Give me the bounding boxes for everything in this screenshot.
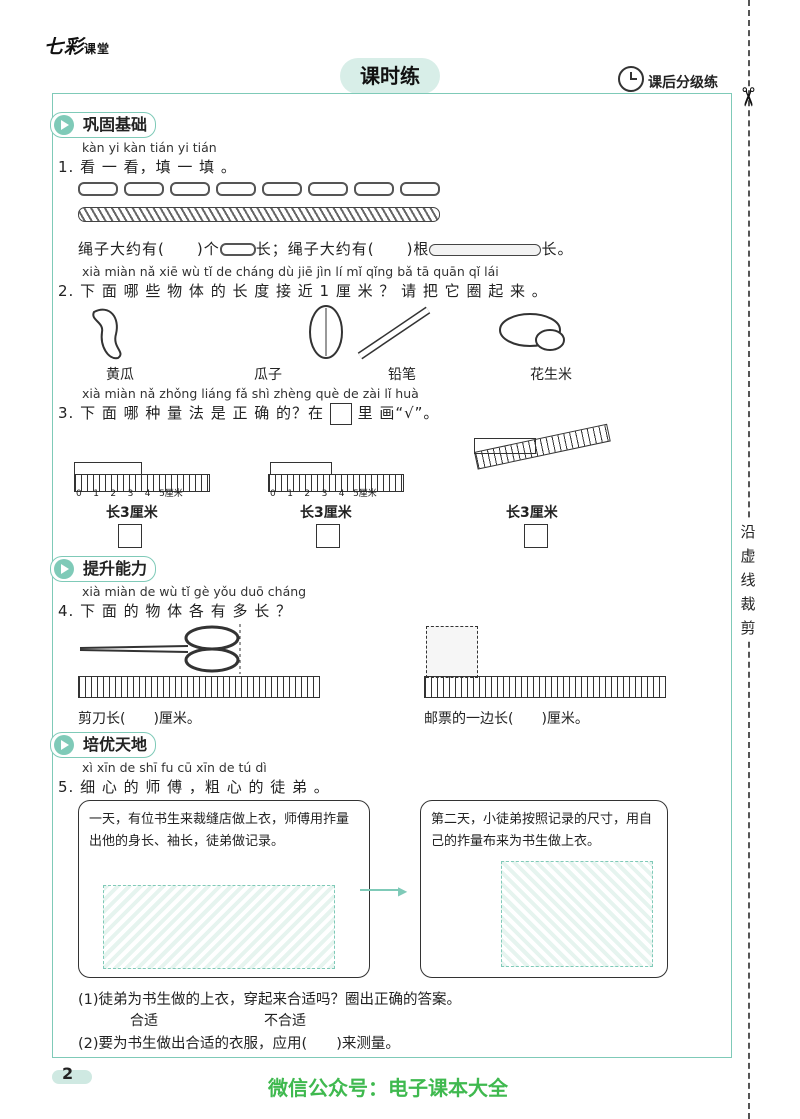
- item-peanut: 花生米: [530, 367, 572, 383]
- stamp-answer: 邮票的一边长( )厘米。: [424, 711, 589, 727]
- measured-bar-2: [270, 462, 332, 475]
- q5-sub1: (1)徒弟为书生做的上衣，穿起来合适吗？圈出正确的答案。: [78, 992, 462, 1008]
- answer-label-2: 长3厘米: [300, 505, 352, 521]
- scissors-icon: ✂: [731, 86, 762, 108]
- ruler-1-labels: 0 1 2 3 4 5厘米: [76, 489, 183, 499]
- item-cucumber: 黄瓜: [106, 367, 134, 383]
- item-melon-seed: 瓜子: [254, 367, 282, 383]
- paperclip-icon: [78, 182, 118, 196]
- play-icon: [54, 115, 74, 135]
- ruler-2: [268, 474, 404, 492]
- q5-pinyin: xì xīn de shī fu cū xīn de tú dì: [82, 760, 267, 775]
- story-panel-2: 第二天，小徒弟按照记录的尺寸，用自己的拃量布来为书生做上衣。: [420, 800, 668, 978]
- tailor-shop-illustration: [103, 885, 335, 969]
- paperclip-icon: [124, 182, 164, 196]
- paperclip-icon: [170, 182, 210, 196]
- paperclip-icon: [216, 182, 256, 196]
- answer-box-1[interactable]: [118, 524, 142, 548]
- q4-pinyin: xià miàn de wù tǐ gè yǒu duō cháng: [82, 584, 307, 599]
- answer-box-3[interactable]: [524, 524, 548, 548]
- panel-1-text: 一天，有位书生来裁缝店做上衣，师傅用拃量出他的身长、袖长，徒弟做记录。: [89, 812, 350, 849]
- section-improve: 提升能力: [50, 556, 157, 582]
- option-not-fit[interactable]: 不合适: [264, 1013, 306, 1029]
- q1-fill: 绳子大约有( )个长；绳子大约有( )根长。: [78, 240, 574, 258]
- q1-pinyin: kàn yi kàn tián yi tián: [82, 140, 217, 155]
- footer-text: 微信公众号：电子课本大全: [268, 1076, 508, 1100]
- paperclip-icon: [219, 243, 256, 256]
- q1-text: 1. 看 一 看，填 一 填 。: [58, 158, 237, 176]
- clock-icon: [618, 66, 644, 92]
- play-icon: [54, 559, 74, 579]
- q2-pinyin: xià miàn nǎ xiē wù tǐ de cháng dù jiē jì…: [82, 264, 499, 279]
- option-fit[interactable]: 合适: [130, 1013, 158, 1029]
- page-number: 2: [62, 1064, 74, 1083]
- section-advanced: 培优天地: [50, 732, 157, 758]
- ruler-2-labels: 0 1 2 3 4 5厘米: [270, 489, 377, 499]
- page-title: 课时练: [340, 58, 440, 94]
- q3-text: 3. 下 面 哪 种 量 法 是 正 确 的？在 里 画“√”。: [58, 402, 439, 425]
- ruler-stamp: [424, 676, 666, 698]
- paperclip-icon: [262, 182, 302, 196]
- stamp-image: [426, 626, 478, 678]
- answer-box-2[interactable]: [316, 524, 340, 548]
- ruler-1: [74, 474, 210, 492]
- scissors-answer: 剪刀长( )厘米。: [78, 711, 201, 727]
- cut-instruction: 沿虚线裁剪: [736, 520, 760, 640]
- q5-sub2: (2)要为书生做出合适的衣服，应用( )来测量。: [78, 1036, 400, 1052]
- q4-text: 4. 下 面 的 物 体 各 有 多 长 ？: [58, 602, 292, 620]
- q3-pinyin: xià miàn nǎ zhǒng liáng fǎ shì zhèng què…: [82, 386, 419, 401]
- ruler-scissors: [78, 676, 320, 698]
- paperclip-icon: [400, 182, 440, 196]
- pencil-icon: [357, 306, 431, 360]
- brand-logo: 七彩课堂: [44, 36, 111, 58]
- arrow-line: [360, 889, 400, 891]
- story-panel-1: 一天，有位书生来裁缝店做上衣，师傅用拃量出他的身长、袖长，徒弟做记录。: [78, 800, 370, 978]
- paperclip-icon: [308, 182, 348, 196]
- paperclip-row: [78, 182, 440, 198]
- header-subtitle: 课后分级练: [648, 75, 718, 91]
- measured-bar-1: [74, 462, 142, 475]
- q5-text: 5. 细 心 的 师 傅 ，粗 心 的 徒 弟 。: [58, 778, 330, 796]
- checkbox-sample: [329, 402, 352, 425]
- q2-items-image: [92, 305, 565, 360]
- answer-label-1: 长3厘米: [106, 505, 158, 521]
- rope-image: [78, 207, 440, 222]
- paperclip-icon: [354, 182, 394, 196]
- arrow-right-icon: ▶: [398, 884, 408, 898]
- q2-text: 2. 下 面 哪 些 物 体 的 长 度 接 近 1 厘 米 ？ 请 把 它 圈…: [58, 282, 548, 300]
- item-pencil: 铅笔: [388, 367, 416, 383]
- scissors-image: [79, 624, 241, 674]
- rod-icon: [429, 243, 542, 256]
- answer-label-3: 长3厘米: [506, 505, 558, 521]
- cucumber-icon: [92, 308, 122, 360]
- section-basic: 巩固基础: [50, 112, 157, 138]
- panel-2-text: 第二天，小徒弟按照记录的尺寸，用自己的拃量布来为书生做上衣。: [431, 812, 653, 849]
- apprentice-illustration: [501, 861, 653, 967]
- play-icon: [54, 735, 74, 755]
